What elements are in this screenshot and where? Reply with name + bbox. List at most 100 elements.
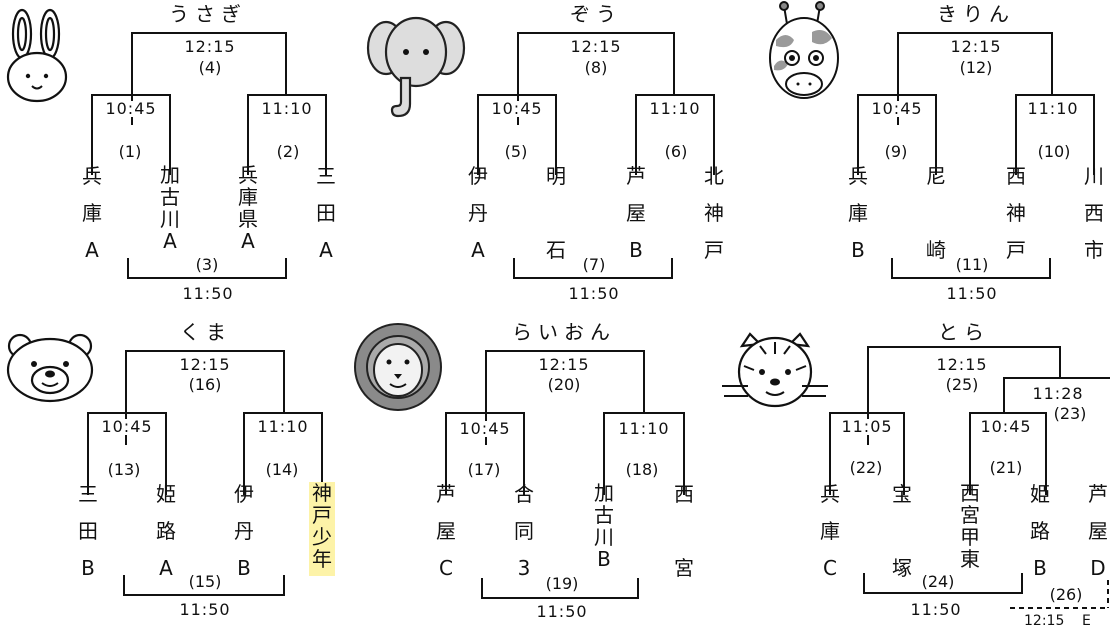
- team-char: 西: [1084, 203, 1104, 223]
- final-match-number: (20): [548, 377, 581, 393]
- team-char: 兵: [82, 166, 102, 186]
- team-char: 田: [78, 521, 98, 541]
- consolation-number: (19): [546, 576, 579, 592]
- final-match-number: (8): [585, 60, 608, 76]
- team-char: 加: [160, 164, 180, 186]
- team-char: 芦: [436, 484, 456, 504]
- semi-left-number: (1): [119, 144, 142, 160]
- extra-match-time: 11:28: [1030, 386, 1085, 402]
- team-char: 兵: [238, 164, 258, 186]
- team-takarazuka: 宝 塚: [889, 484, 915, 578]
- team-itami-b: 伊 丹 B: [231, 484, 257, 578]
- giraffe-icon: [766, 0, 844, 104]
- consolation-time: 11:50: [944, 286, 999, 302]
- team-char: 川: [1084, 166, 1104, 186]
- team-char: D: [1090, 558, 1105, 578]
- team-nishikobe: 西 神 戸: [1003, 166, 1029, 260]
- team-char: 宮: [960, 504, 980, 526]
- final-time: 12:15: [536, 357, 591, 373]
- team-char: 合: [514, 484, 534, 504]
- final-time: 12:15: [568, 39, 623, 55]
- team-hyogo-b: 兵 庫 B: [845, 166, 871, 260]
- semi-left-time: 11:05: [839, 419, 894, 435]
- team-char: 芦: [626, 166, 646, 186]
- team-char: C: [823, 558, 837, 578]
- team-char: 同: [514, 521, 534, 541]
- team-char: 姫: [1030, 484, 1050, 504]
- team-char: 丹: [234, 521, 254, 541]
- team-char: A: [241, 230, 255, 252]
- team-kitakobe: 北 神 戸: [701, 166, 727, 260]
- final-time: 12:15: [182, 39, 237, 55]
- team-char: A: [85, 240, 99, 260]
- team-char: 市: [1084, 240, 1104, 260]
- bear-icon: [4, 330, 96, 404]
- team-char: 伊: [234, 484, 254, 504]
- semi-right-number: (10): [1038, 144, 1071, 160]
- semi-left-number: (9): [885, 144, 908, 160]
- final-match-number: (4): [199, 60, 222, 76]
- semi-left-number: (13): [108, 462, 141, 478]
- semi-left-time: 10:45: [103, 101, 158, 117]
- team-char: 崎: [926, 240, 946, 260]
- group-title-zou: ぞう: [570, 4, 622, 24]
- final-match-number: (25): [946, 377, 979, 393]
- semi-left-number: (17): [468, 462, 501, 478]
- team-char: 庫: [848, 203, 868, 223]
- tiger-icon: [720, 326, 830, 416]
- extra2-match-label: E: [1082, 614, 1091, 628]
- team-hyogo-a: 兵 庫 A: [79, 166, 105, 260]
- team-himeji-a: 姫 路 A: [153, 484, 179, 578]
- team-char: B: [237, 558, 251, 578]
- semi-right-time: 11:10: [616, 421, 671, 437]
- team-char: A: [319, 240, 333, 260]
- team-char: 年: [312, 548, 332, 570]
- rabbit-icon: [4, 4, 72, 104]
- team-char: 丹: [468, 203, 488, 223]
- team-char: 庫: [238, 186, 258, 208]
- extra2-match-number: (26): [1050, 587, 1083, 603]
- team-char: 西: [960, 482, 980, 504]
- team-char: 甲: [960, 526, 980, 548]
- semi-right-number: (18): [626, 462, 659, 478]
- team-nishinomiya-koto: 西 宮 甲 東: [957, 482, 983, 576]
- team-char: 屋: [626, 203, 646, 223]
- group-title-usagi: うさぎ: [169, 4, 247, 24]
- team-kakogawa-b: 加 古 川 B: [591, 482, 617, 576]
- team-himeji-b: 姫 路 B: [1027, 484, 1053, 578]
- team-godo-3: 合 同 3: [511, 484, 537, 578]
- team-char: 明: [546, 166, 566, 186]
- team-char: 少: [312, 526, 332, 548]
- team-char: 兵: [820, 484, 840, 504]
- team-char: A: [159, 558, 173, 578]
- team-char: 東: [960, 548, 980, 570]
- team-char: 塚: [892, 558, 912, 578]
- semi-left-time: 10:45: [869, 101, 924, 117]
- team-char: 戸: [312, 504, 332, 526]
- team-char: 西: [1006, 166, 1026, 186]
- group-title-kuma: くま: [180, 322, 232, 342]
- team-akashi: 明 石: [543, 166, 569, 260]
- semi-left-number: (5): [505, 144, 528, 160]
- team-char: 北: [704, 166, 724, 186]
- final-time: 12:15: [177, 357, 232, 373]
- consolation-time: 11:50: [534, 604, 589, 620]
- team-kakogawa-a: 加 古 川 A: [157, 164, 183, 258]
- team-char: 尼: [926, 166, 946, 186]
- consolation-time: 11:50: [908, 602, 963, 618]
- consolation-number: (11): [956, 257, 989, 273]
- team-char: 石: [546, 240, 566, 260]
- team-char: 古: [160, 186, 180, 208]
- team-char: 伊: [468, 166, 488, 186]
- team-sanda-b: 三 田 B: [75, 484, 101, 578]
- team-char: B: [597, 548, 611, 570]
- consolation-number: (15): [189, 574, 222, 590]
- semi-right-number: (14): [266, 462, 299, 478]
- team-char: 三: [78, 484, 98, 504]
- team-char: 三: [316, 166, 336, 186]
- group-title-tora: とら: [938, 322, 990, 342]
- group-title-raion: らいおん: [512, 322, 616, 342]
- team-char: 神: [1006, 203, 1026, 223]
- group-title-kirin: きりん: [937, 4, 1015, 24]
- team-char: 川: [594, 526, 614, 548]
